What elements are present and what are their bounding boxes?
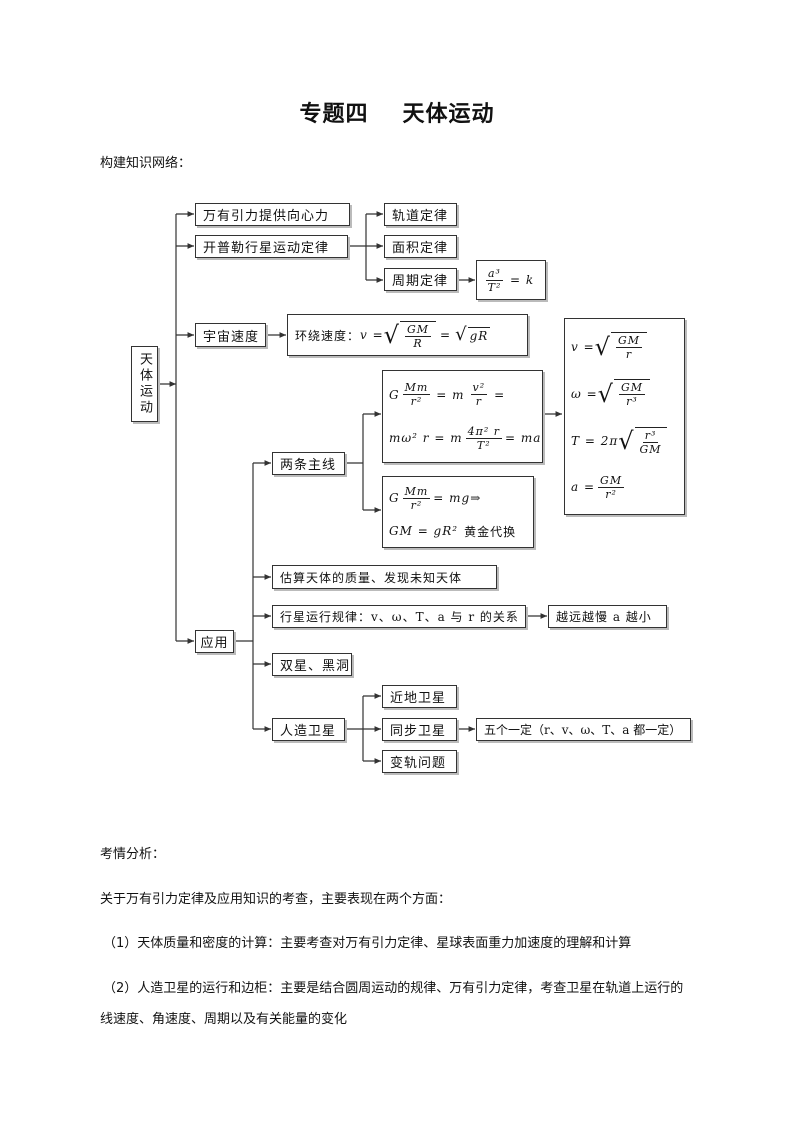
ml2-tail: = mg⇒ [433, 491, 482, 505]
ml1-g: G [389, 387, 400, 402]
period-fraction: a³ T² [486, 267, 503, 294]
sync-satellite-node: 同步卫星 [382, 718, 457, 741]
page-title: 专题四 天体运动 [0, 96, 794, 128]
cosmic-speed-node: 宇宙速度 [195, 323, 266, 347]
analysis-item-2-line-2: 线速度、角速度、周期以及有关能量的变化 [100, 1012, 348, 1027]
period-rhs: = k [509, 273, 535, 287]
orbit-law-node: 轨道定律 [384, 203, 457, 226]
ml1-den2: r [475, 395, 482, 409]
circling-label: 环绕速度： [295, 328, 361, 343]
golden-sub-note: 黄金代换 [464, 524, 517, 539]
result-T-num: r³ [642, 428, 659, 443]
farther-slower-node: 越远越慢 a 越小 [548, 605, 667, 628]
ml1-eq: = m [436, 387, 465, 402]
ml1-row2-lhs: mω² r = m [389, 431, 463, 446]
analysis-intro: 关于万有引力定律及应用知识的考查，主要表现在两个方面： [100, 892, 452, 907]
result-T-lhs: T = 2π [571, 434, 619, 449]
orbit-change-node: 变轨问题 [382, 750, 457, 773]
root-node: 天体运动 [131, 346, 158, 422]
period-formula-node: a³ T² = k [476, 260, 546, 300]
circling-speed-node: 环绕速度： v = √ GM R = √ gR [287, 314, 528, 356]
title-part-1: 专题四 [299, 102, 369, 127]
two-lines-node: 两条主线 [272, 452, 345, 475]
circling-v: v = [360, 328, 384, 342]
analysis-heading: 考情分析： [100, 847, 166, 862]
result-v-num: GM [615, 334, 643, 349]
result-w-lhs: ω = [571, 386, 598, 401]
ml1-tail: = [494, 387, 506, 402]
result-a-den: r² [605, 487, 617, 501]
five-fixed-node: 五个一定（r、v、ω、T、a 都一定） [476, 718, 691, 741]
artificial-satellite-node: 人造卫星 [272, 718, 345, 741]
ml1-row2-num: 4π² r [465, 424, 502, 439]
circling-eq: = [440, 328, 452, 342]
result-a-num: GM [598, 473, 625, 488]
gravity-node: 万有引力提供向心力 [195, 203, 350, 226]
circling-rhs: gR [467, 327, 491, 343]
analysis-item-1: （1）天体质量和密度的计算：主要考查对万有引力定律、星球表面重力加速度的理解和计… [103, 936, 632, 951]
near-earth-node: 近地卫星 [382, 685, 457, 708]
sqrt-gm-r: √ GM R [384, 320, 437, 350]
circling-num: GM [404, 322, 432, 337]
binary-star-node: 双星、黑洞 [272, 653, 352, 676]
title-part-2: 天体运动 [402, 102, 495, 127]
result-T-den: GM [639, 442, 662, 456]
ml1-num2: v² [470, 381, 488, 396]
application-node: 应用 [195, 630, 234, 653]
estimate-node: 估算天体的质量、发现未知天体 [272, 565, 497, 589]
planet-rule-node: 行星运行规律：v、ω、T、a 与 r 的关系 [272, 605, 526, 628]
result-w-num: GM [618, 381, 646, 396]
period-den: T² [487, 280, 502, 294]
period-law-node: 周期定律 [384, 268, 457, 291]
result-v-lhs: v = [571, 339, 595, 354]
mainline-2-row-2: GM = gR² 黄金代换 [389, 523, 516, 540]
ml2-g: G [389, 491, 400, 505]
result-w-den: r³ [626, 395, 638, 409]
result-a-lhs: a = [571, 480, 596, 495]
ml1-den1: r² [410, 395, 423, 409]
analysis-item-2-line-1: （2）人造卫星的运行和边柜：主要是结合圆周运动的规律、万有引力定律，考查卫星在轨… [103, 981, 684, 996]
gm-gr2: GM = gR² [389, 524, 459, 538]
sqrt-gr: √ gR [455, 324, 491, 345]
circling-den: R [413, 336, 423, 350]
result-v-den: r [625, 348, 633, 362]
kepler-node: 开普勒行星运动定律 [195, 235, 348, 258]
ml1-num1: Mm [402, 381, 431, 396]
ml2-num: Mm [402, 484, 431, 499]
period-num: a³ [486, 266, 503, 281]
area-law-node: 面积定律 [384, 235, 457, 258]
ml2-den: r² [410, 498, 423, 512]
section-subtitle: 构建知识网络： [100, 156, 192, 171]
ml1-row2-den: T² [476, 438, 491, 452]
ml1-row2-tail: = ma [505, 431, 542, 446]
